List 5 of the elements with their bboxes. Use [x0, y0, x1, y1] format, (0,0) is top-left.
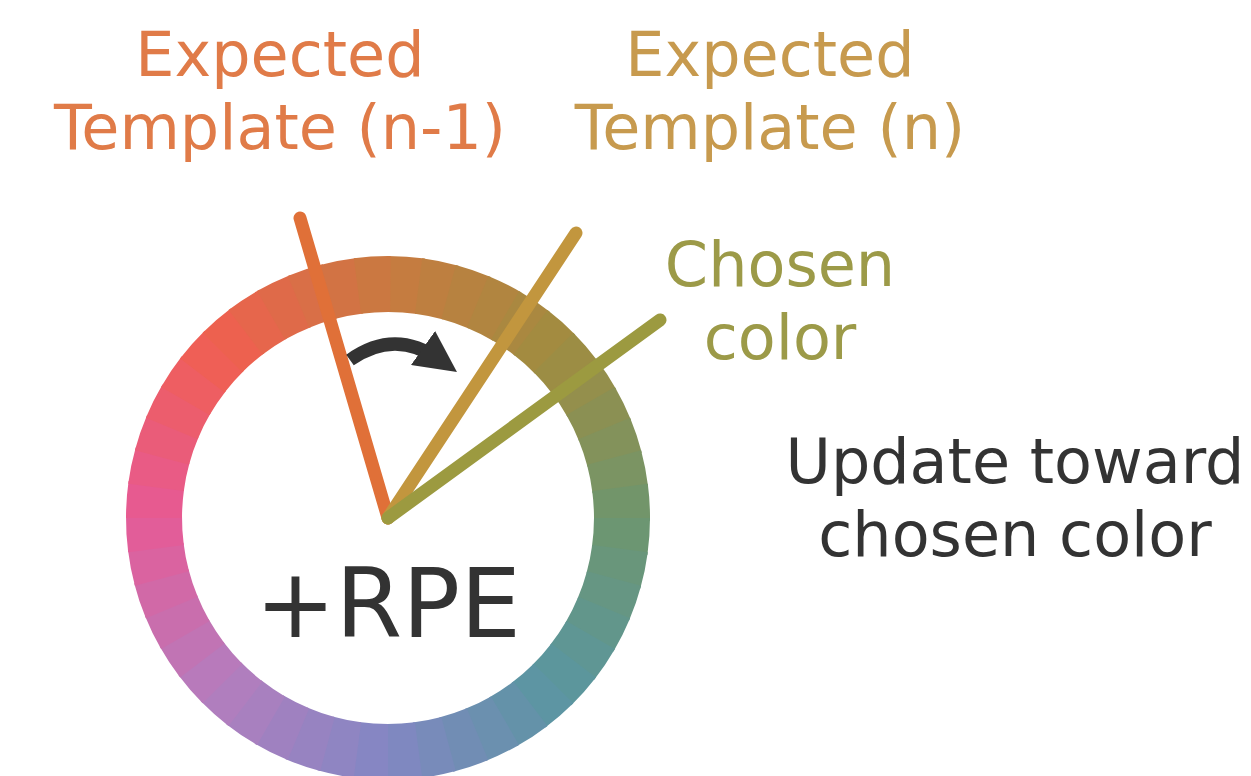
template-label: Expected Template (n) [573, 18, 967, 165]
template-label: Expected Template (n-1) [52, 18, 508, 165]
chosen-color-label: Chosen color [663, 228, 897, 375]
rpe-label: +RPE [254, 548, 522, 662]
update-note: Update toward chosen color [784, 425, 1246, 572]
